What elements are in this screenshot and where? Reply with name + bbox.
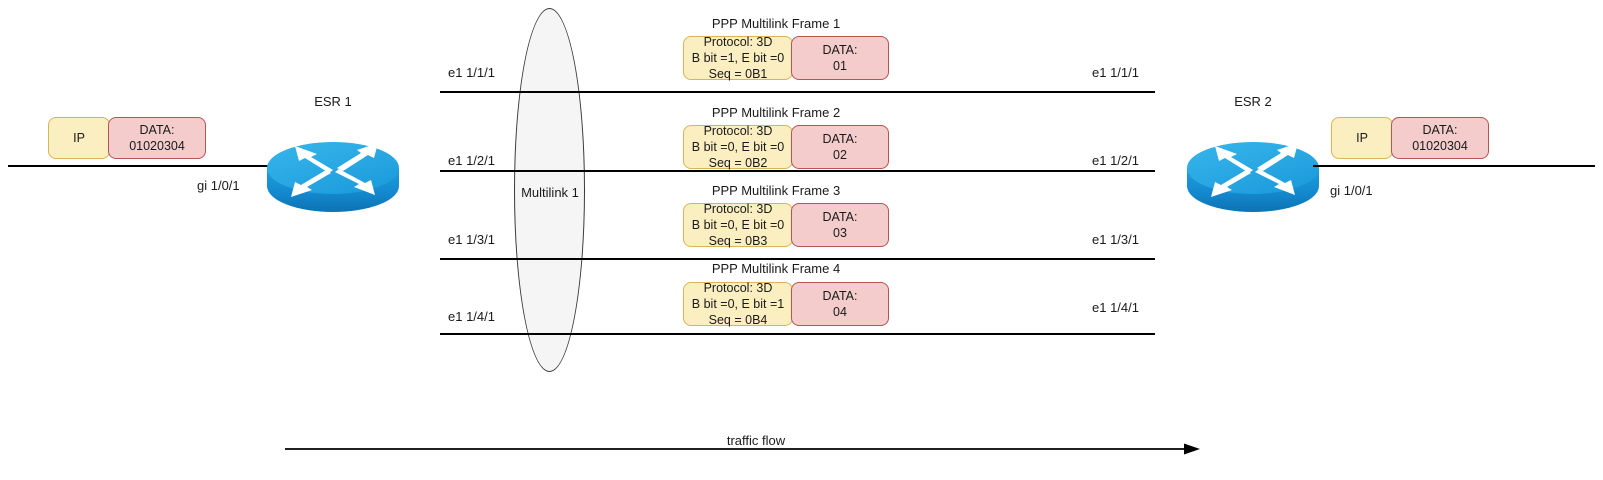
- link-1-frame-title: PPP Multilink Frame 1: [711, 16, 841, 31]
- link-1-header-text: Protocol: 3D B bit =1, E bit =0 Seq = 0B…: [692, 34, 784, 83]
- right-packet-ip-header: IP: [1331, 117, 1393, 159]
- link-4-left-interface-label: e1 1/4/1: [448, 309, 495, 324]
- left-packet-data-text: DATA: 01020304: [129, 122, 185, 155]
- left-ip-packet: IP DATA: 01020304: [48, 117, 206, 159]
- link-3-data-label: DATA:: [822, 209, 858, 224]
- link-4-data-value: 04: [833, 305, 847, 319]
- right-packet-ip-label: IP: [1356, 130, 1368, 145]
- right-packet-data-text: DATA: 01020304: [1412, 122, 1468, 155]
- link-1-header-protocol: Protocol: 3D: [703, 34, 773, 49]
- link-3-left-interface-label: e1 1/3/1: [448, 232, 495, 247]
- link-4-data-label: DATA:: [822, 288, 858, 303]
- link-3-frame: Protocol: 3D B bit =0, E bit =0 Seq = 0B…: [683, 201, 889, 250]
- left-access-link-line: [8, 165, 270, 167]
- right-packet-data: DATA: 01020304: [1391, 117, 1489, 159]
- link-2-data-text: DATA: 02: [823, 131, 858, 164]
- link-4-frame-header: Protocol: 3D B bit =0, E bit =1 Seq = 0B…: [683, 280, 793, 329]
- router-icon-esr2: [1185, 124, 1321, 219]
- right-packet-data-value: 01020304: [1412, 139, 1468, 153]
- link-1-frame-header: Protocol: 3D B bit =1, E bit =0 Seq = 0B…: [683, 34, 793, 83]
- link-2-header-protocol: Protocol: 3D: [703, 123, 773, 138]
- link-1-header-bits: B bit =1, E bit =0: [691, 50, 785, 65]
- link-line-2: [440, 170, 1155, 172]
- link-4-header-text: Protocol: 3D B bit =0, E bit =1 Seq = 0B…: [692, 280, 784, 329]
- link-1-right-interface-label: e1 1/1/1: [1092, 65, 1139, 80]
- link-1-data-label: DATA:: [822, 42, 858, 57]
- router-icon-esr1: [265, 124, 401, 219]
- link-4-header-bits: B bit =0, E bit =1: [691, 296, 785, 311]
- link-line-1: [440, 91, 1155, 93]
- link-2-frame-title: PPP Multilink Frame 2: [711, 105, 841, 120]
- link-4-frame-data: DATA: 04: [791, 282, 889, 326]
- link-3-data-value: 03: [833, 226, 847, 240]
- link-1-left-interface-label: e1 1/1/1: [448, 65, 495, 80]
- link-2-frame-data: DATA: 02: [791, 125, 889, 169]
- link-2-right-interface-label: e1 1/2/1: [1092, 153, 1139, 168]
- left-packet-data-label: DATA:: [139, 122, 175, 137]
- multilink-bundle-ellipse: [514, 8, 585, 372]
- left-router-name: ESR 1: [314, 94, 352, 109]
- link-2-data-label: DATA:: [822, 131, 858, 146]
- link-4-frame: Protocol: 3D B bit =0, E bit =1 Seq = 0B…: [683, 280, 889, 329]
- link-3-header-seq: Seq = 0B3: [708, 234, 768, 249]
- link-3-header-text: Protocol: 3D B bit =0, E bit =0 Seq = 0B…: [692, 201, 784, 250]
- link-1-data-value: 01: [833, 59, 847, 73]
- link-3-header-protocol: Protocol: 3D: [703, 201, 773, 216]
- left-packet-ip-label: IP: [73, 130, 85, 145]
- link-4-header-seq: Seq = 0B4: [708, 313, 768, 328]
- traffic-flow-label: traffic flow: [726, 433, 786, 448]
- link-2-header-seq: Seq = 0B2: [708, 156, 768, 171]
- multilink-bundle-label: Multilink 1: [521, 185, 579, 200]
- link-3-data-text: DATA: 03: [823, 209, 858, 242]
- link-2-left-interface-label: e1 1/2/1: [448, 153, 495, 168]
- link-line-3: [440, 258, 1155, 260]
- link-2-header-bits: B bit =0, E bit =0: [691, 139, 785, 154]
- link-3-right-interface-label: e1 1/3/1: [1092, 232, 1139, 247]
- link-3-frame-header: Protocol: 3D B bit =0, E bit =0 Seq = 0B…: [683, 201, 793, 250]
- traffic-flow-arrow: [285, 440, 1200, 458]
- right-ip-packet: IP DATA: 01020304: [1331, 117, 1489, 159]
- link-1-frame-data: DATA: 01: [791, 36, 889, 80]
- left-packet-data-value: 01020304: [129, 139, 185, 153]
- link-1-frame: Protocol: 3D B bit =1, E bit =0 Seq = 0B…: [683, 34, 889, 83]
- left-packet-ip-header: IP: [48, 117, 110, 159]
- link-2-data-value: 02: [833, 148, 847, 162]
- right-access-link-line: [1313, 165, 1595, 167]
- link-3-frame-data: DATA: 03: [791, 203, 889, 247]
- link-4-data-text: DATA: 04: [823, 288, 858, 321]
- link-3-header-bits: B bit =0, E bit =0: [691, 217, 785, 232]
- link-2-header-text: Protocol: 3D B bit =0, E bit =0 Seq = 0B…: [692, 123, 784, 172]
- link-1-data-text: DATA: 01: [823, 42, 858, 75]
- link-line-4: [440, 333, 1155, 335]
- link-4-header-protocol: Protocol: 3D: [703, 280, 773, 295]
- left-access-interface-label: gi 1/0/1: [197, 178, 240, 193]
- link-4-frame-title: PPP Multilink Frame 4: [711, 261, 841, 276]
- link-4-right-interface-label: e1 1/4/1: [1092, 300, 1139, 315]
- link-1-header-seq: Seq = 0B1: [708, 67, 768, 82]
- right-packet-data-label: DATA:: [1422, 122, 1458, 137]
- right-access-interface-label: gi 1/0/1: [1330, 183, 1373, 198]
- link-2-frame: Protocol: 3D B bit =0, E bit =0 Seq = 0B…: [683, 123, 889, 172]
- link-3-frame-title: PPP Multilink Frame 3: [711, 183, 841, 198]
- left-packet-data: DATA: 01020304: [108, 117, 206, 159]
- link-2-frame-header: Protocol: 3D B bit =0, E bit =0 Seq = 0B…: [683, 123, 793, 172]
- right-router-name: ESR 2: [1234, 94, 1272, 109]
